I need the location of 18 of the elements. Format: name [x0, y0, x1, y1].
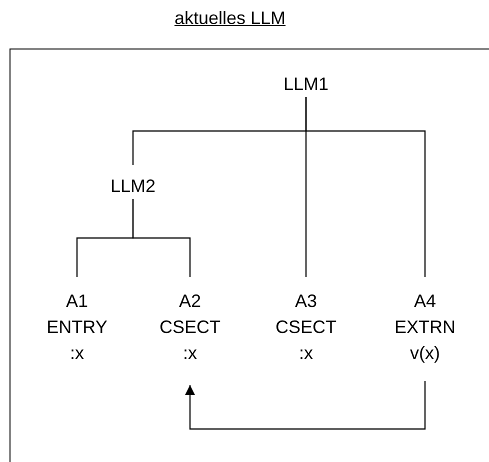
symbol-reference: :x — [298, 342, 314, 365]
module-name: A3 — [294, 290, 318, 313]
module-name: A4 — [412, 290, 438, 313]
section-type: CSECT — [158, 316, 222, 339]
arrow — [185, 381, 426, 430]
title: aktuelles LLM — [173, 7, 287, 30]
section-type: ENTRY — [46, 316, 108, 339]
module-name: LLM2 — [109, 175, 157, 198]
module-name: A2 — [178, 290, 202, 313]
tree-line — [305, 97, 426, 277]
symbol-reference: :x — [182, 342, 198, 365]
module-name: A1 — [64, 290, 90, 313]
tree-line — [132, 199, 191, 277]
symbol-reference: v(x) — [409, 342, 441, 365]
symbol-reference: :x — [68, 342, 85, 365]
section-type: EXTRN — [393, 316, 456, 339]
section-type: CSECT — [274, 316, 338, 339]
module-name: LLM1 — [282, 73, 330, 96]
